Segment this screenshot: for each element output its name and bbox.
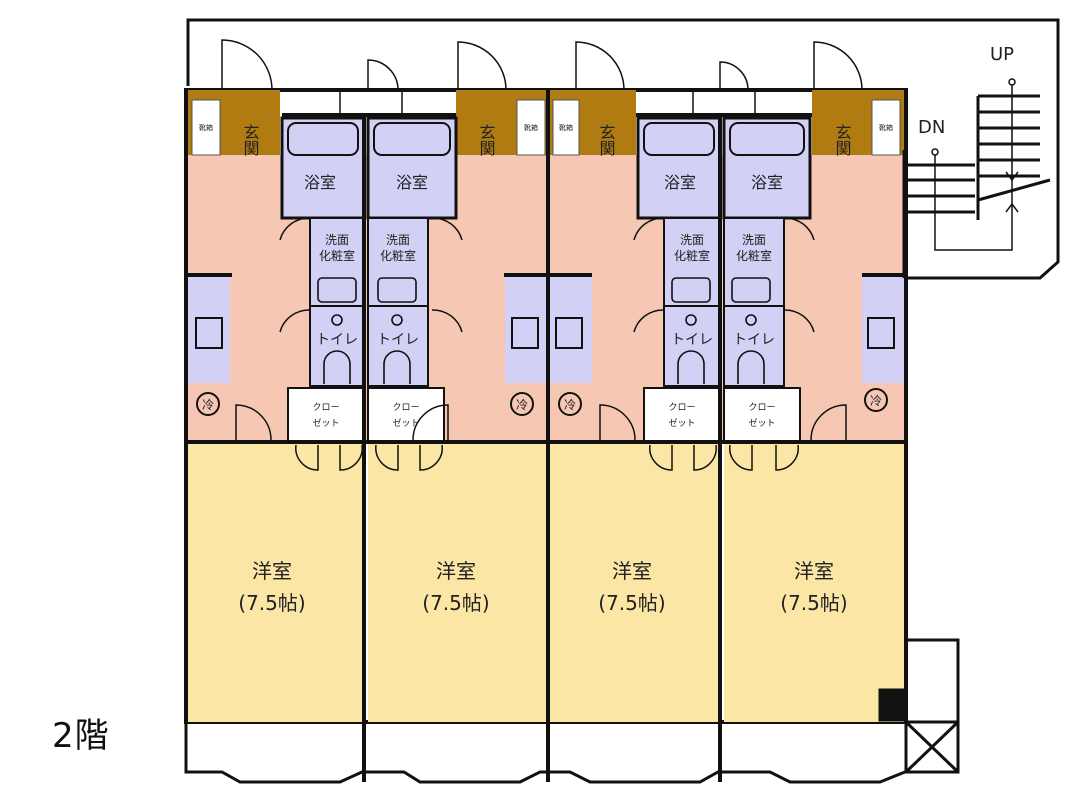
sink [511, 317, 539, 349]
room-name: 洋室 [252, 559, 292, 583]
closet-label-2: ゼット [748, 417, 775, 429]
sink [195, 317, 223, 349]
closet-label-2: ゼット [312, 417, 339, 429]
bath-area [722, 116, 812, 220]
toilet-area [367, 305, 429, 387]
bath-label: 浴室 [304, 173, 336, 192]
toilet-label: トイレ [316, 332, 358, 348]
bath-label: 浴室 [751, 173, 783, 192]
genkan-label: 玄関 [597, 124, 616, 157]
bath-area [636, 116, 722, 220]
washroom-area [723, 217, 785, 307]
staircase [902, 78, 1051, 278]
balcony [184, 638, 960, 784]
bath-label: 浴室 [396, 173, 428, 192]
washroom-label: 洗面 [680, 233, 704, 247]
fridge-label: 冷 [202, 398, 214, 412]
bathtub [373, 122, 451, 156]
fridge-label: 冷 [516, 398, 528, 412]
closet-label: クロー [748, 402, 775, 413]
western-room [188, 442, 364, 722]
closet-area [643, 387, 721, 443]
closet-label-2: ゼット [392, 417, 419, 429]
sink [867, 317, 895, 349]
room-name: 洋室 [794, 559, 834, 583]
unit-2 [364, 90, 548, 722]
room-size: (7.5帖) [598, 591, 665, 615]
unit-1 [188, 90, 366, 722]
shoe-cabinet [516, 99, 546, 156]
shoe-cabinet [552, 99, 580, 156]
fixtures [317, 277, 771, 384]
western-room [724, 442, 904, 722]
room-size: (7.5帖) [422, 591, 489, 615]
bath-area [280, 116, 366, 220]
toilet-label: トイレ [377, 332, 419, 348]
washroom-label-2: 化粧室 [319, 248, 355, 263]
closet-area [723, 387, 801, 443]
washroom-label-2: 化粧室 [380, 248, 416, 263]
fridge-icon [864, 388, 888, 412]
shoe-cabinet-label: 靴箱 [879, 123, 893, 132]
washroom-label-2: 化粧室 [736, 248, 772, 263]
room-name: 洋室 [436, 559, 476, 583]
sink [555, 317, 583, 349]
closet-label: クロー [312, 402, 339, 413]
fridge-label: 冷 [870, 394, 882, 408]
toilet-area [663, 305, 721, 387]
washroom-label-2: 化粧室 [674, 248, 710, 263]
fridge-label: 冷 [564, 398, 576, 412]
corridor [186, 18, 1060, 280]
bath-label: 浴室 [664, 173, 696, 192]
shoe-cabinet-label: 靴箱 [559, 123, 573, 132]
room-size: (7.5帖) [780, 591, 847, 615]
toilet-area [723, 305, 785, 387]
room-size: (7.5帖) [238, 591, 305, 615]
closet-label: クロー [392, 402, 419, 413]
shoe-cabinet [191, 99, 221, 156]
unit-3 [550, 90, 722, 722]
shoe-cabinet-label: 靴箱 [199, 123, 213, 132]
genkan-label: 玄関 [241, 124, 260, 157]
closet-area [367, 387, 445, 443]
bathtub [643, 122, 715, 156]
room-name: 洋室 [612, 559, 652, 583]
kitchen-area [188, 275, 230, 383]
floor-label: 2階 [52, 716, 110, 756]
bathtub [729, 122, 805, 156]
toilet-label: トイレ [733, 332, 775, 348]
shoe-cabinet-label: 靴箱 [524, 123, 538, 132]
western-room [368, 442, 546, 722]
door-swings [221, 39, 863, 471]
closet-label-2: ゼット [668, 417, 695, 429]
bathtub [287, 122, 359, 156]
stairs-up-label: UP [990, 44, 1014, 65]
western-room [550, 442, 720, 722]
washroom-label: 洗面 [325, 233, 349, 247]
bath-area [366, 116, 458, 220]
unit-4 [722, 90, 904, 722]
fridge-icon [510, 392, 534, 416]
genkan-label: 玄関 [477, 124, 496, 157]
genkan-label: 玄関 [833, 124, 852, 157]
fridge-icon [558, 392, 582, 416]
closet-label: クロー [668, 402, 695, 413]
fridge-icon [196, 392, 220, 416]
stairs-down-label: DN [918, 117, 945, 138]
toilet-label: トイレ [671, 332, 713, 348]
shoe-cabinet [871, 99, 901, 156]
closet-area [287, 387, 365, 443]
washroom-label: 洗面 [386, 233, 410, 247]
washroom-label: 洗面 [742, 233, 766, 247]
